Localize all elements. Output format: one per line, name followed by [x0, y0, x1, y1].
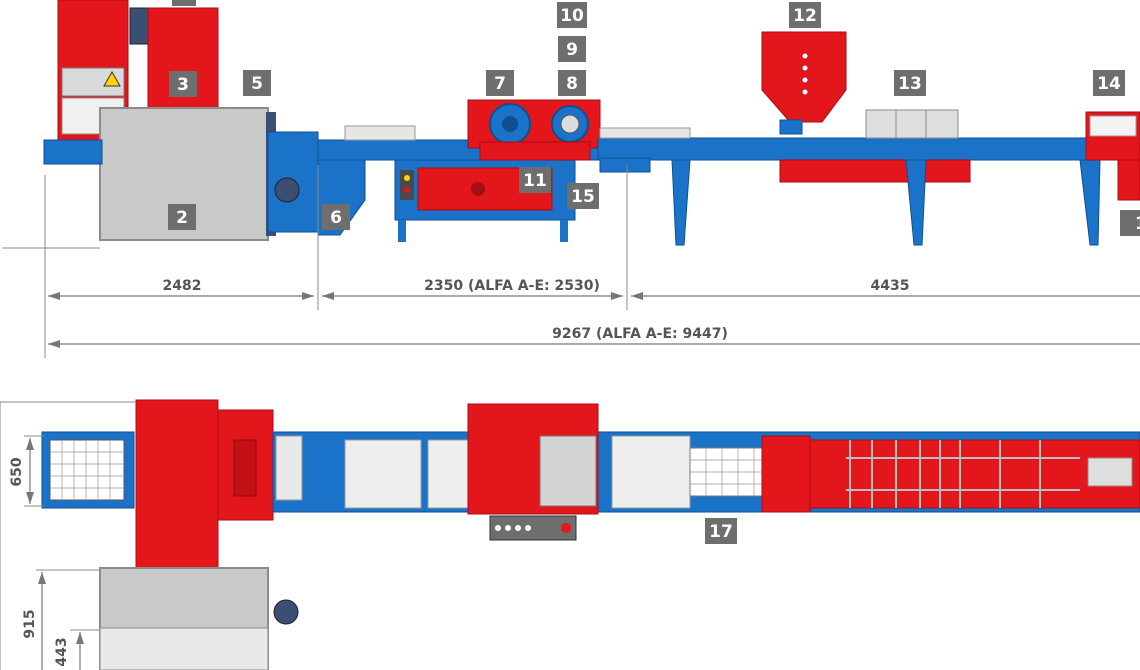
svg-text:2: 2 — [176, 208, 188, 228]
svg-text:13: 13 — [898, 74, 922, 94]
number-labels: 2 3 5 6 7 8 9 10 11 12 13 14 15 16 17 — [168, 2, 1140, 544]
motor-icon — [274, 177, 300, 203]
top-red-column — [135, 399, 219, 571]
svg-text:8: 8 — [566, 74, 578, 94]
svg-text:14: 14 — [1097, 74, 1121, 94]
dim-443: 443 — [54, 637, 70, 666]
dim-9267: 9267 (ALFA A-E: 9447) — [552, 326, 728, 342]
svg-text:15: 15 — [571, 187, 595, 207]
unit-13-boxes — [865, 109, 959, 139]
top-dimensions: 650 915 443 — [0, 401, 136, 670]
dim-915: 915 — [22, 609, 38, 638]
svg-text:11: 11 — [523, 171, 547, 191]
label-10: 10 — [557, 2, 587, 28]
top-motor — [129, 7, 151, 45]
label-12: 12 — [789, 2, 821, 28]
svg-text:12: 12 — [793, 6, 817, 26]
label-7: 7 — [486, 70, 514, 96]
label-15: 15 — [567, 183, 599, 209]
svg-text:7: 7 — [494, 74, 506, 94]
label-16: 16 — [1120, 210, 1140, 236]
svg-text:5: 5 — [251, 74, 263, 94]
long-conveyor — [597, 137, 1140, 161]
side-dimensions: 2482 2350 (ALFA A-E: 2530) 4435 9267 (AL… — [2, 165, 1140, 358]
label-8: 8 — [558, 70, 586, 96]
label-2: 2 — [168, 204, 196, 230]
label-11: 11 — [519, 167, 551, 193]
svg-text:6: 6 — [330, 208, 342, 228]
label-14: 14 — [1093, 70, 1125, 96]
svg-text:17: 17 — [709, 522, 733, 542]
dim-4435: 4435 — [871, 278, 910, 294]
svg-text:9: 9 — [566, 40, 578, 60]
svg-text:10: 10 — [560, 6, 584, 26]
label-5: 5 — [243, 70, 271, 96]
dim-2350: 2350 (ALFA A-E: 2530) — [424, 278, 600, 294]
svg-text:3: 3 — [177, 75, 189, 95]
label-6: 6 — [322, 204, 350, 230]
side-view — [43, 0, 1140, 246]
dim-650: 650 — [9, 457, 25, 486]
unit-12-hopper — [761, 31, 847, 123]
label-13: 13 — [894, 70, 926, 96]
svg-text:16: 16 — [1135, 214, 1140, 234]
label-9: 9 — [558, 36, 586, 62]
dim-2482: 2482 — [163, 278, 202, 294]
label-17: 17 — [705, 518, 737, 544]
warning-icon — [103, 70, 121, 87]
label-3: 3 — [169, 71, 197, 97]
top-view — [41, 399, 1140, 670]
